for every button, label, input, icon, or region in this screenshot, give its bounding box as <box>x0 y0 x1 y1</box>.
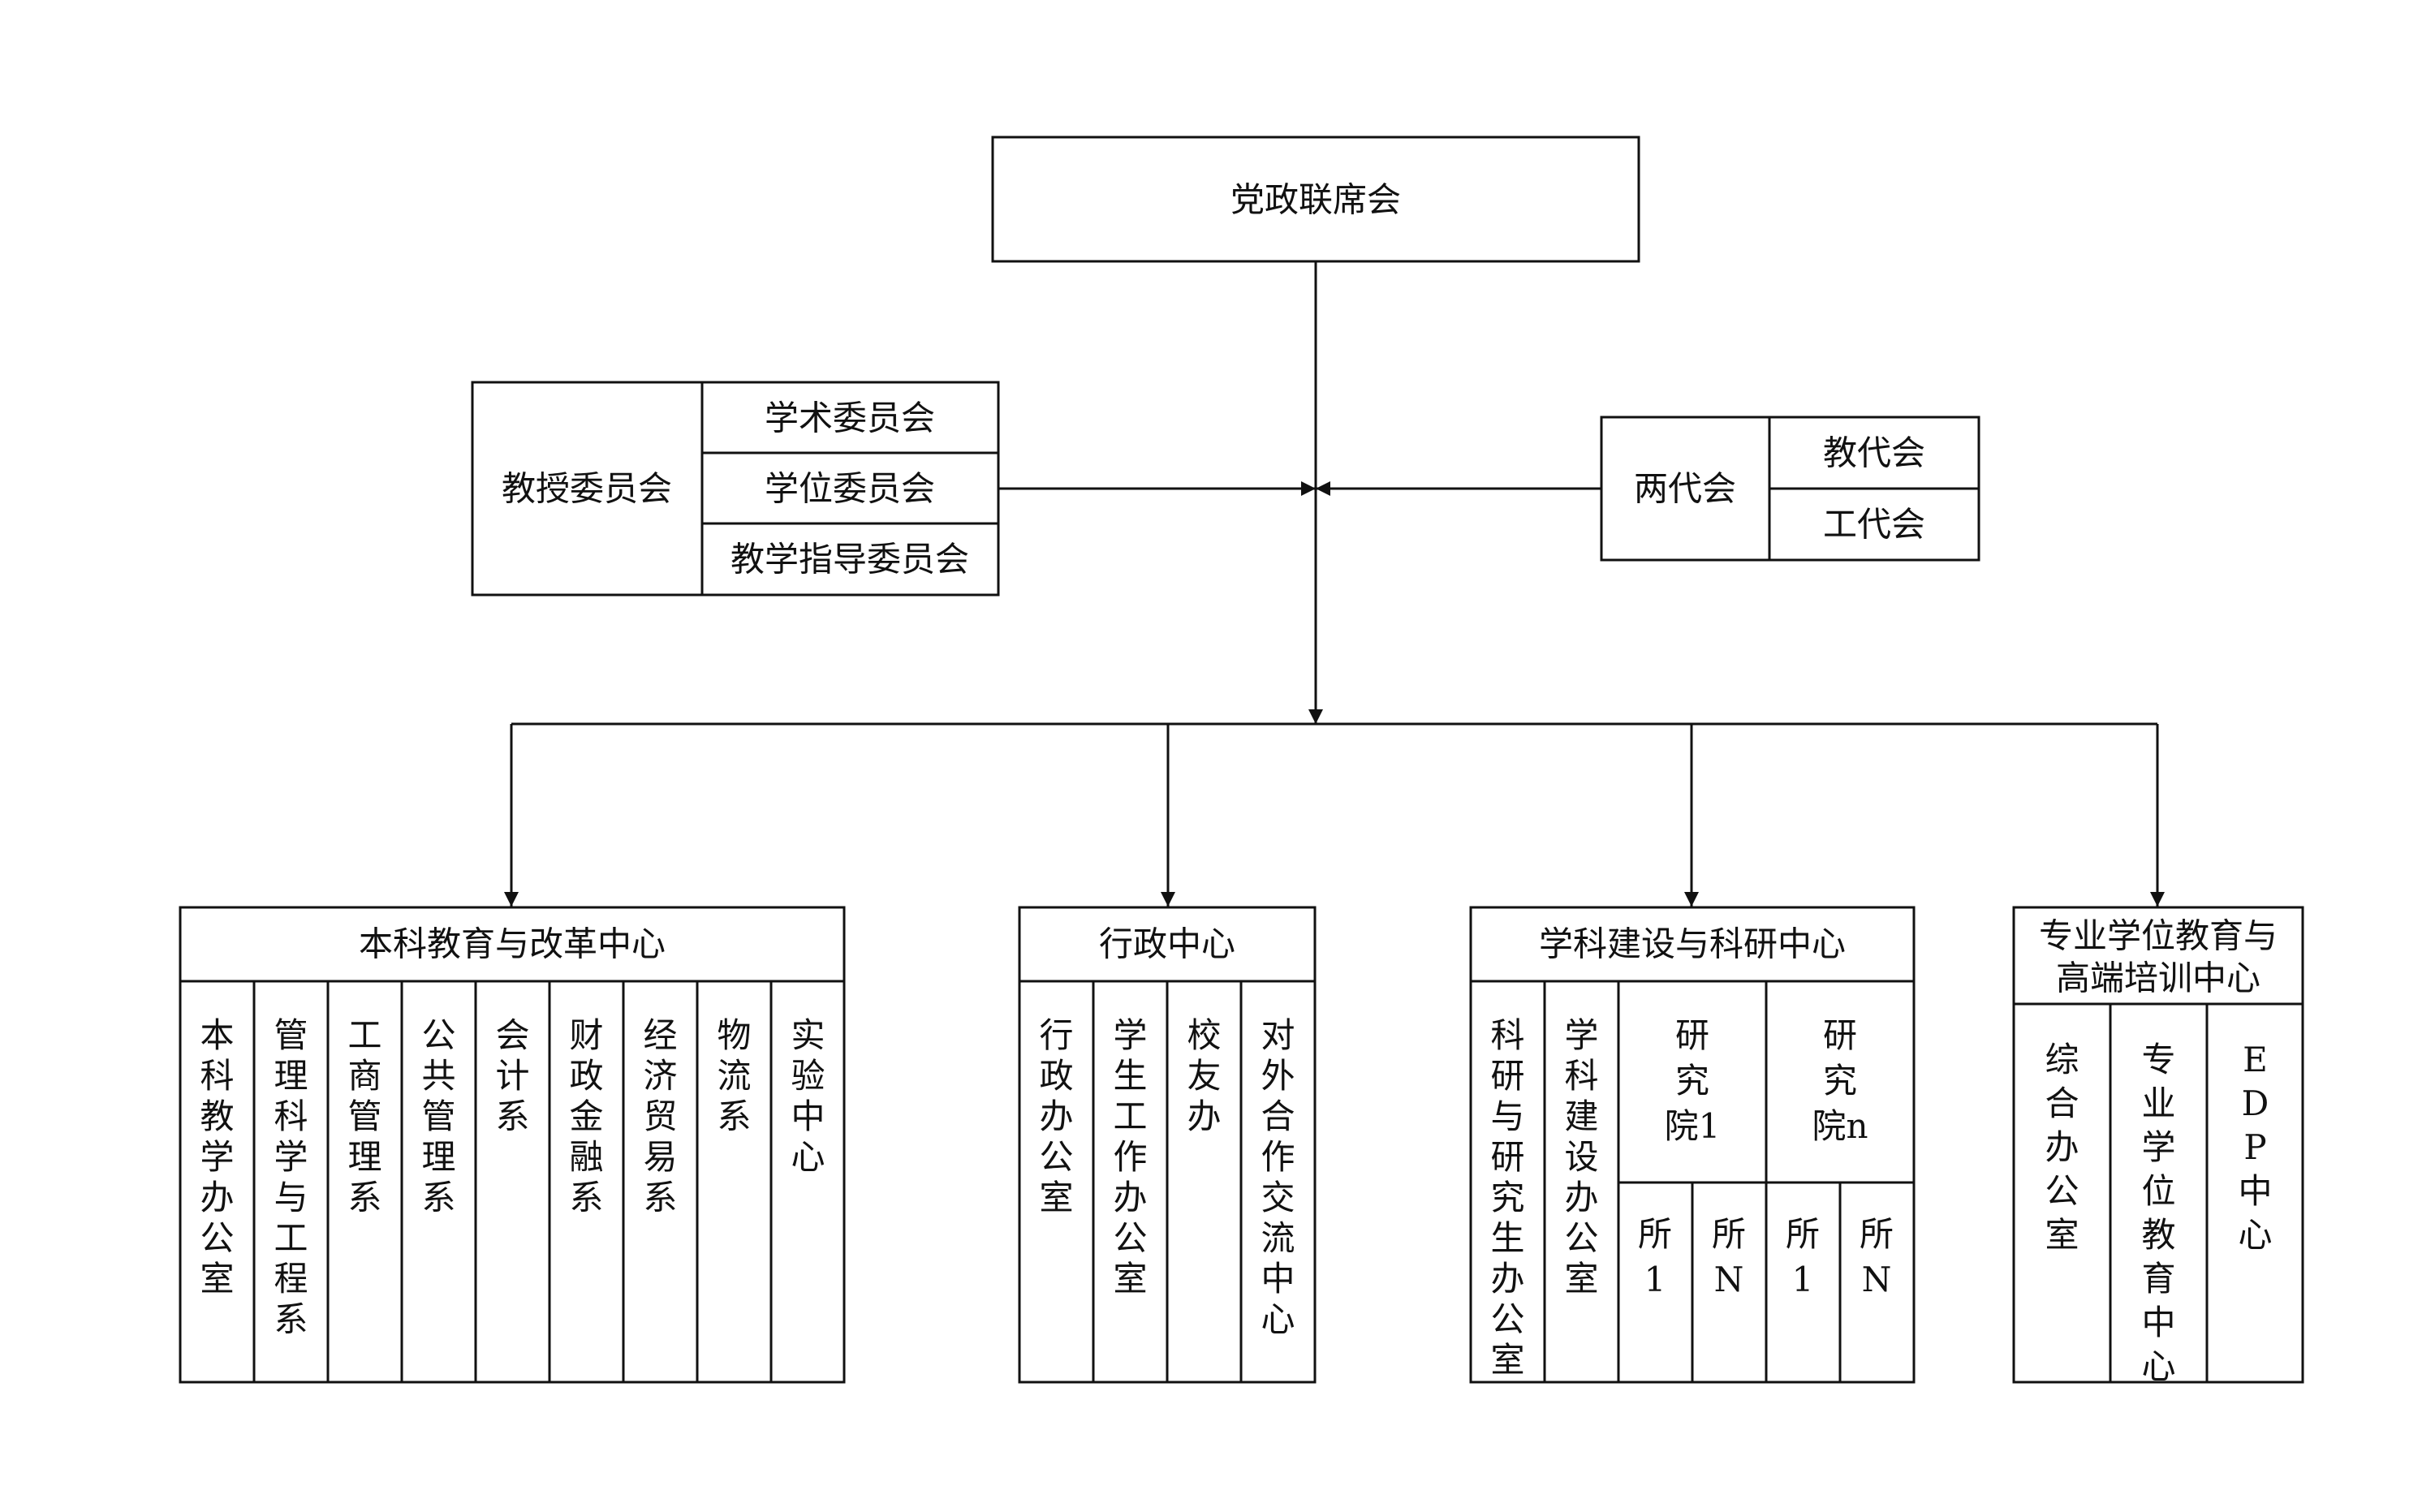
unit-1-2: 校友办 <box>1187 1015 1221 1136</box>
unit-2-0: 科研与研究生办公室 <box>1490 1015 1524 1380</box>
center-research-title: 学科建设与科研中心 <box>1539 924 1846 964</box>
institute-1-sub-0-1: 1 <box>1792 1260 1814 1299</box>
right-group-label: 两代会 <box>1634 469 1736 509</box>
institute-0-sub-0-1: 1 <box>1644 1260 1666 1299</box>
unit-0-5: 财政金融系 <box>569 1015 603 1217</box>
center-undergraduate: 本科教育与改革中心 本科教学办公室 管理科学与工程系 工商管理系 公共管理系 会计系 财政… <box>179 906 846 1384</box>
center-professional-title-line2: 高端培训中心 <box>2056 958 2260 998</box>
unit-2-1: 学科建设办公室 <box>1564 1015 1598 1299</box>
unit-0-2: 工商管理系 <box>347 1015 381 1217</box>
right-item-staff: 教代会 <box>1823 433 1925 473</box>
institute-1-name-1: 究 <box>1823 1061 1857 1101</box>
institute-0-sub-1-1: N <box>1714 1260 1744 1299</box>
left-item-teaching: 教学指导委员会 <box>730 540 969 579</box>
unit-1-3: 对外合作交流中心 <box>1261 1015 1295 1339</box>
unit-0-4: 会计系 <box>495 1015 529 1136</box>
unit-1-0: 行政办公室 <box>1039 1015 1073 1217</box>
left-committee-group: 教授委员会 学术委员会 学位委员会 教学指导委员会 <box>471 381 1000 597</box>
institute-1-name-2: 院n <box>1812 1106 1868 1146</box>
unit-0-7: 物流系 <box>717 1015 751 1136</box>
unit-0-8: 实验中心 <box>791 1015 825 1177</box>
left-item-academic: 学术委员会 <box>765 398 935 438</box>
right-committee-group: 两代会 教代会 工代会 <box>1600 416 1980 562</box>
institute-0-name-1: 究 <box>1675 1061 1709 1101</box>
center-administration: 行政中心 行政办公室 学生工作办公室 校友办 对外合作交流中心 <box>1018 906 1317 1384</box>
unit-3-0: 综合办公室 <box>2045 1040 2079 1255</box>
institute-1-sub-0-0: 所 <box>1786 1214 1820 1254</box>
institute-1-sub-1-1: N <box>1862 1260 1892 1299</box>
connectors <box>504 261 2165 907</box>
center-administration-title: 行政中心 <box>1099 924 1235 964</box>
unit-0-0: 本科教学办公室 <box>200 1015 234 1299</box>
unit-1-1: 学生工作办公室 <box>1113 1015 1147 1299</box>
unit-0-1: 管理科学与工程系 <box>274 1015 308 1339</box>
unit-0-6: 经济贸易系 <box>643 1015 677 1217</box>
unit-3-1: 专业学位教育中心 <box>2141 1040 2175 1386</box>
right-item-union: 工代会 <box>1823 505 1925 545</box>
top-label: 党政联席会 <box>1230 180 1401 220</box>
institute-0-sub-0-0: 所 <box>1638 1214 1672 1254</box>
center-professional-title-line1: 专业学位教育与 <box>2039 916 2278 956</box>
institute-0-name-0: 研 <box>1675 1015 1709 1055</box>
institute-1-sub-1-0: 所 <box>1860 1214 1894 1254</box>
left-item-degree: 学位委员会 <box>765 469 935 509</box>
left-group-label: 教授委员会 <box>502 469 672 509</box>
unit-0-3: 公共管理系 <box>421 1015 455 1217</box>
institute-0-sub-1-0: 所 <box>1712 1214 1746 1254</box>
center-undergraduate-title: 本科教育与改革中心 <box>359 924 666 964</box>
institute-0-name-2: 院1 <box>1665 1106 1721 1146</box>
institute-1-name-0: 研 <box>1823 1015 1857 1055</box>
